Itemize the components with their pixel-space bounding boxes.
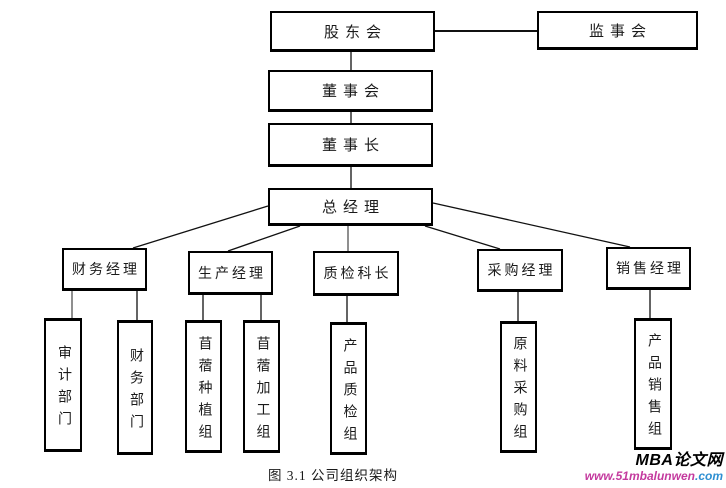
node-supervisory-board-label: 监事会	[588, 23, 652, 40]
edge-general_manager-finance_manager	[132, 205, 269, 249]
node-raw-material-purchasing-group: 原料采购组	[500, 321, 537, 453]
node-quality-chief: 质检科长	[313, 251, 399, 296]
node-product-sales-group: 产品销售组	[634, 318, 672, 450]
edge-general_manager-production_manager	[227, 225, 301, 252]
watermark-brand-logo: MBA论文网	[635, 452, 723, 469]
node-finance-department-label: 财务部门	[128, 347, 143, 436]
node-raw-material-purchasing-group-label: 原料采购组	[511, 336, 527, 446]
node-audit-department: 审计部门	[44, 318, 82, 452]
edge-general_manager-purchasing_manager	[424, 225, 501, 250]
node-purchasing-manager: 采购经理	[477, 249, 563, 292]
node-finance-manager-label: 财务经理	[72, 263, 140, 278]
node-audit-department-label: 审计部门	[56, 345, 71, 433]
node-production-manager-label: 生产经理	[198, 266, 266, 282]
node-production-manager: 生产经理	[188, 251, 273, 295]
watermark: MBA论文网 www.51mbalunwen.com	[585, 452, 723, 483]
node-alfalfa-processing-group: 苜蓿加工组	[243, 320, 280, 453]
watermark-url-main: www.51mbalunwen	[584, 468, 695, 483]
node-quality-chief-label: 质检科长	[323, 267, 392, 282]
node-product-quality-group-label: 产品质检组	[341, 337, 357, 448]
node-product-sales-group-label: 产品销售组	[646, 333, 661, 443]
figure-caption: 图 3.1 公司组织架构	[267, 468, 399, 483]
node-finance-manager: 财务经理	[62, 248, 147, 291]
node-chairman-label: 董事长	[321, 138, 385, 154]
node-alfalfa-planting-group: 苜蓿种植组	[185, 320, 222, 453]
node-board-of-directors: 董事会	[268, 70, 433, 112]
node-alfalfa-planting-group-label: 苜蓿种植组	[196, 335, 212, 446]
node-board-of-directors-label: 董事会	[321, 84, 385, 100]
node-chairman: 董事长	[268, 123, 433, 167]
node-supervisory-board: 监事会	[537, 11, 698, 50]
node-general-manager: 总经理	[268, 188, 433, 226]
node-shareholders-label: 股东会	[323, 24, 387, 41]
node-product-quality-group: 产品质检组	[330, 322, 367, 455]
watermark-url-suffix: .com	[694, 468, 723, 483]
node-alfalfa-processing-group-label: 苜蓿加工组	[254, 335, 270, 446]
node-finance-department: 财务部门	[117, 320, 153, 455]
node-shareholders: 股东会	[270, 11, 435, 52]
edge-general_manager-sales_manager	[432, 202, 631, 248]
node-general-manager-label: 总经理	[321, 200, 385, 216]
node-purchasing-manager-label: 采购经理	[487, 264, 556, 279]
node-sales-manager-label: 销售经理	[616, 262, 684, 277]
node-sales-manager: 销售经理	[606, 247, 691, 290]
watermark-url: www.51mbalunwen.com	[584, 468, 723, 483]
